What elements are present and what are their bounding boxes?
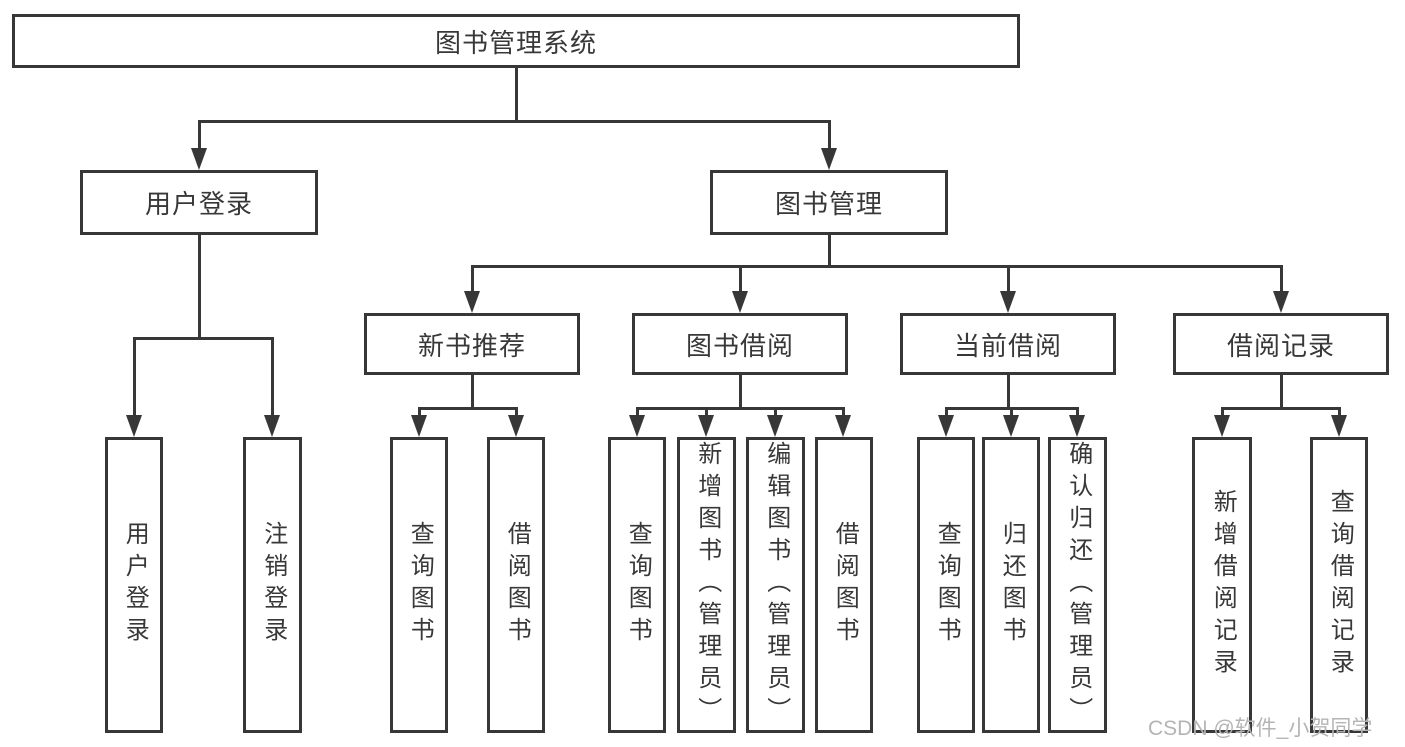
node-add-books-admin: 新增图书（管理员） <box>677 437 736 733</box>
connector-current-stub <box>1006 375 1010 410</box>
arrow-line <box>944 407 948 417</box>
node-label: 当前借阅 <box>953 330 1062 361</box>
connector-recommend-bus <box>417 407 518 410</box>
arrow-line <box>514 407 518 417</box>
arrowhead-down-icon <box>767 415 783 437</box>
arrowhead-down-icon <box>1331 415 1347 437</box>
node-label: 查询图书 <box>406 521 434 649</box>
arrow-line <box>827 120 831 150</box>
node-query-books-current: 查询图书 <box>917 437 975 733</box>
arrowhead-down-icon <box>411 415 427 437</box>
node-confirm-return-admin: 确认归还（管理员） <box>1048 437 1107 733</box>
node-label: 图书管理系统 <box>434 27 597 58</box>
node-label: 图书管理 <box>774 189 883 219</box>
node-user-login: 用户登录 <box>80 170 318 235</box>
connector-login-stub <box>197 235 201 340</box>
arrow-line <box>773 407 777 417</box>
node-borrowing-records: 借阅记录 <box>1173 313 1389 375</box>
arrowhead-down-icon <box>1003 415 1019 437</box>
node-label: 归还图书 <box>998 521 1026 649</box>
node-book-management: 图书管理 <box>710 170 948 235</box>
arrowhead-down-icon <box>821 148 837 170</box>
arrow-line <box>270 337 274 417</box>
connector-login-bus <box>132 337 274 340</box>
arrowhead-down-icon <box>732 291 748 313</box>
arrow-line <box>132 337 136 417</box>
node-label: 图书借阅 <box>685 330 794 361</box>
node-label: 借阅图书 <box>503 521 531 649</box>
connector-records-bus <box>1220 407 1340 410</box>
arrow-line <box>841 407 845 417</box>
arrow-line <box>1009 407 1013 417</box>
node-query-borrow-record: 查询借阅记录 <box>1310 437 1368 733</box>
node-label: 用户登录 <box>121 521 149 649</box>
node-system-root: 图书管理系统 <box>12 14 1020 68</box>
arrow-line <box>1279 265 1283 293</box>
node-book-borrowing: 图书借阅 <box>632 313 848 375</box>
arrowhead-down-icon <box>264 415 280 437</box>
node-label: 借阅记录 <box>1226 330 1335 361</box>
node-add-borrow-record: 新增借阅记录 <box>1192 437 1252 733</box>
node-label: 注销登录 <box>259 521 287 649</box>
node-label: 确认归还（管理员） <box>1064 441 1092 729</box>
node-label: 编辑图书（管理员） <box>762 441 790 729</box>
node-label: 新增图书（管理员） <box>693 441 721 729</box>
node-borrow-books-recommend: 借阅图书 <box>487 437 545 733</box>
node-query-books-borrowing: 查询图书 <box>608 437 666 733</box>
node-user-login-leaf: 用户登录 <box>105 437 163 733</box>
node-label: 用户登录 <box>144 189 253 219</box>
arrow-line <box>470 265 474 293</box>
arrowhead-down-icon <box>464 291 480 313</box>
arrowhead-down-icon <box>835 415 851 437</box>
arrowhead-down-icon <box>126 415 142 437</box>
arrowhead-down-icon <box>698 415 714 437</box>
arrow-line <box>1006 265 1010 293</box>
arrow-line <box>635 407 639 417</box>
arrow-line <box>1337 407 1341 417</box>
connector-level2-bus <box>197 120 831 123</box>
node-label: 查询图书 <box>933 521 961 649</box>
connector-records-stub <box>1279 375 1283 410</box>
node-label: 查询借阅记录 <box>1326 489 1354 681</box>
node-borrow-books-borrowing: 借阅图书 <box>815 437 873 733</box>
node-new-book-recommend: 新书推荐 <box>364 313 580 375</box>
arrow-line <box>704 407 708 417</box>
arrowhead-down-icon <box>508 415 524 437</box>
node-current-borrowing: 当前借阅 <box>900 313 1116 375</box>
arrow-line <box>1220 407 1224 417</box>
arrow-line <box>417 407 421 417</box>
connector-recommend-stub <box>470 375 474 410</box>
arrow-line <box>1075 407 1079 417</box>
node-logout-leaf: 注销登录 <box>243 437 302 733</box>
node-return-books: 归还图书 <box>982 437 1040 733</box>
node-query-books-recommend: 查询图书 <box>390 437 448 733</box>
node-label: 新书推荐 <box>417 330 526 361</box>
arrowhead-down-icon <box>1214 415 1230 437</box>
arrowhead-down-icon <box>191 148 207 170</box>
arrowhead-down-icon <box>938 415 954 437</box>
connector-borrowing-stub <box>738 375 742 410</box>
node-label: 查询图书 <box>624 521 652 649</box>
connector-borrowing-bus <box>635 407 844 410</box>
arrowhead-down-icon <box>629 415 645 437</box>
connector-root-stub <box>514 68 518 123</box>
connector-level3-bus <box>470 265 1282 268</box>
arrow-line <box>738 265 742 293</box>
arrowhead-down-icon <box>1273 291 1289 313</box>
node-label: 新增借阅记录 <box>1209 489 1237 681</box>
node-label: 借阅图书 <box>831 521 859 649</box>
arrowhead-down-icon <box>1000 291 1016 313</box>
arrow-line <box>197 120 201 150</box>
node-edit-books-admin: 编辑图书（管理员） <box>746 437 805 733</box>
arrowhead-down-icon <box>1069 415 1085 437</box>
csdn-watermark: CSDN @软件_小贺同学 <box>1148 717 1373 740</box>
connector-mgmt-stub <box>827 235 831 268</box>
